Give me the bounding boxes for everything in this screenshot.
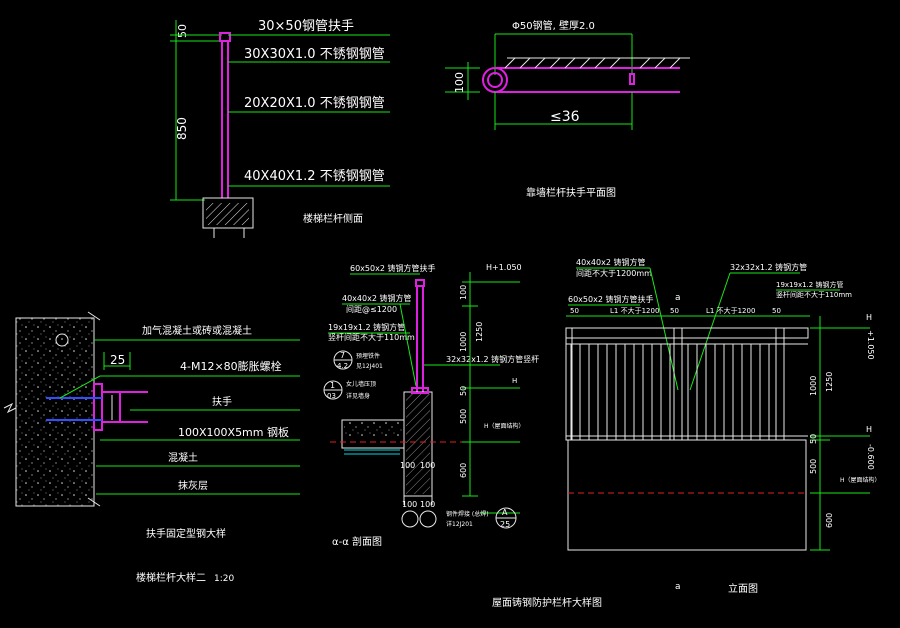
caption-stair-detail-2: 楼梯栏杆大样二: [136, 571, 206, 584]
caption-elevation: 立面图: [728, 582, 758, 595]
label-bar-aa-b: 竖杆间距不大于110mm: [328, 332, 415, 342]
label-post-aa-b: 间距@≤1200: [346, 305, 397, 314]
label-post-tube: 30X30X1.0 不锈钢钢管: [244, 47, 385, 62]
plan-view: Φ50钢管, 壁厚2.0 100 ≤36 靠墙栏杆扶手平面图: [445, 19, 690, 199]
caption-anchor-detail: 扶手固定型钢大样: [146, 527, 226, 540]
caption-section-aa: α-α 剖面图: [332, 535, 382, 548]
label-wall: 加气混凝土或砖或混凝土: [142, 324, 252, 337]
tag2-text-b: 详见墙身: [346, 392, 370, 400]
dim-spacing: ≤36: [550, 109, 580, 125]
wall-hatch: [504, 57, 681, 69]
dim-600-elev: 600: [825, 513, 834, 528]
ref-num: 25: [500, 520, 510, 529]
level-mid-elev: H: [866, 425, 872, 434]
tag1-num: 7: [340, 351, 345, 360]
dim-50-label: 50: [176, 24, 189, 38]
level-mid2-elev: -0.600: [866, 444, 875, 470]
dim-l1b-elev: L1 不大于1200: [706, 306, 755, 315]
label-steel-plate: 100X100X5mm 钢板: [178, 425, 289, 439]
label-bar-aa-a: 19x19x1.2 铸钢方管: [328, 322, 405, 332]
dim-50a-elev: 50: [570, 307, 579, 315]
level-top-elev: H: [866, 313, 872, 322]
dim-l1a-elev: L1 不大于1200: [610, 306, 659, 315]
caption-plan-view: 靠墙栏杆扶手平面图: [526, 186, 616, 199]
ref-letter: A: [502, 508, 508, 517]
dim-aa-100a: 100: [400, 461, 415, 470]
label-bar-elev: 32x32x1.2 铸钢方管: [730, 262, 807, 272]
dim-aa-600: 600: [459, 463, 468, 478]
dim-100-plan: 100: [453, 72, 466, 93]
dim-50c-elev: 50: [772, 307, 781, 315]
note-weld-a: 钢件焊接 (总焊): [446, 510, 489, 518]
tag2-sub: 03: [327, 392, 336, 400]
axis-label-bottom: a: [675, 582, 681, 592]
tag2-num: 1: [330, 381, 335, 390]
label-mid-tube: 20X20X1.0 不锈钢钢管: [244, 96, 385, 111]
label-bar2-elev-a: 19x19x1.2 铸钢方管: [776, 280, 843, 289]
note-weld-b: 详12J201: [446, 520, 473, 528]
label-top-rail-elev: 60x50x2 铸钢方管扶手: [568, 294, 653, 304]
label-tube-spec: Φ50钢管, 壁厚2.0: [512, 19, 595, 32]
tag1-sub: 4.2: [337, 362, 348, 370]
label-bar2-elev-b: 竖杆间距不大于110mm: [776, 290, 852, 299]
section-aa: 60x50x2 铸钢方管扶手 40x40x2 铸钢方管 间距@≤1200 19x…: [323, 263, 539, 548]
level-top-aa: H+1.050: [486, 263, 522, 272]
stair-railing-section: 50 850 30×50钢管扶手 30X30X1.0 不锈钢钢管 20X20X1…: [170, 19, 390, 238]
caption-stair-section: 楼梯栏杆侧面: [303, 212, 363, 225]
anchor-detail: 25 加气混凝土或砖或混凝土 4-M12×80膨胀螺栓 扶手 100X100X5…: [3, 311, 300, 584]
label-plaster: 抹灰层: [178, 479, 208, 492]
main-caption: 屋面铸钢防护栏杆大样图: [492, 596, 602, 609]
label-post-elev-b: 间距不大于1200mm: [576, 268, 652, 278]
dim-500-elev: 500: [809, 459, 818, 474]
level-top2-elev: +1.050: [866, 330, 875, 360]
dim-1250-elev: 1250: [825, 372, 834, 392]
label-base-tube: 40X40X1.2 不锈钢钢管: [244, 169, 385, 184]
elevation-view: 40x40x2 铸钢方管 间距不大于1200mm 32x32x1.2 铸钢方管 …: [565, 257, 881, 595]
dim-1000-elev: 1000: [809, 376, 818, 396]
tag1-text-a: 预埋铁件: [356, 352, 380, 360]
tag2-text-a: 女儿墙压顶: [346, 380, 376, 388]
label-post-elev-a: 40x40x2 铸钢方管: [576, 257, 645, 267]
level-roof-aa: H（屋面结构）: [484, 422, 525, 430]
label-concrete: 混凝土: [168, 451, 198, 464]
label-bolt: 4-M12×80膨胀螺栓: [180, 359, 282, 373]
label-handrail-detail: 扶手: [212, 395, 232, 408]
scale-label: 1:20: [214, 574, 234, 584]
dim-850-label: 850: [175, 117, 189, 140]
dim-50-elev: 50: [809, 434, 818, 444]
dim-aa-1000: 1000: [459, 332, 468, 352]
label-top-rail-aa: 60x50x2 铸钢方管扶手: [350, 263, 435, 273]
dim-aa-500: 500: [459, 409, 468, 424]
label-handrail: 30×50钢管扶手: [258, 19, 354, 34]
tag1-text-b: 见12J401: [356, 363, 383, 370]
dim-aa-100b: 100: [420, 461, 435, 470]
dim-aa-50: 50: [459, 386, 468, 396]
dim-aa-100d: 100: [420, 500, 435, 509]
dim-aa-1250: 1250: [475, 322, 484, 342]
label-post-aa-a: 40x40x2 铸钢方管: [342, 293, 411, 303]
level-h-aa: H: [512, 377, 517, 385]
dim-aa-100: 100: [459, 285, 468, 300]
dim-aa-100c: 100: [402, 500, 417, 509]
level-bot-elev: H（屋面结构）: [840, 476, 881, 484]
axis-label-top: a: [675, 293, 681, 303]
label-right-bar-aa: 32x32x1.2 铸钢方管竖杆: [446, 354, 539, 364]
dim-50b-elev: 50: [670, 307, 679, 315]
dim-25: 25: [110, 353, 125, 367]
